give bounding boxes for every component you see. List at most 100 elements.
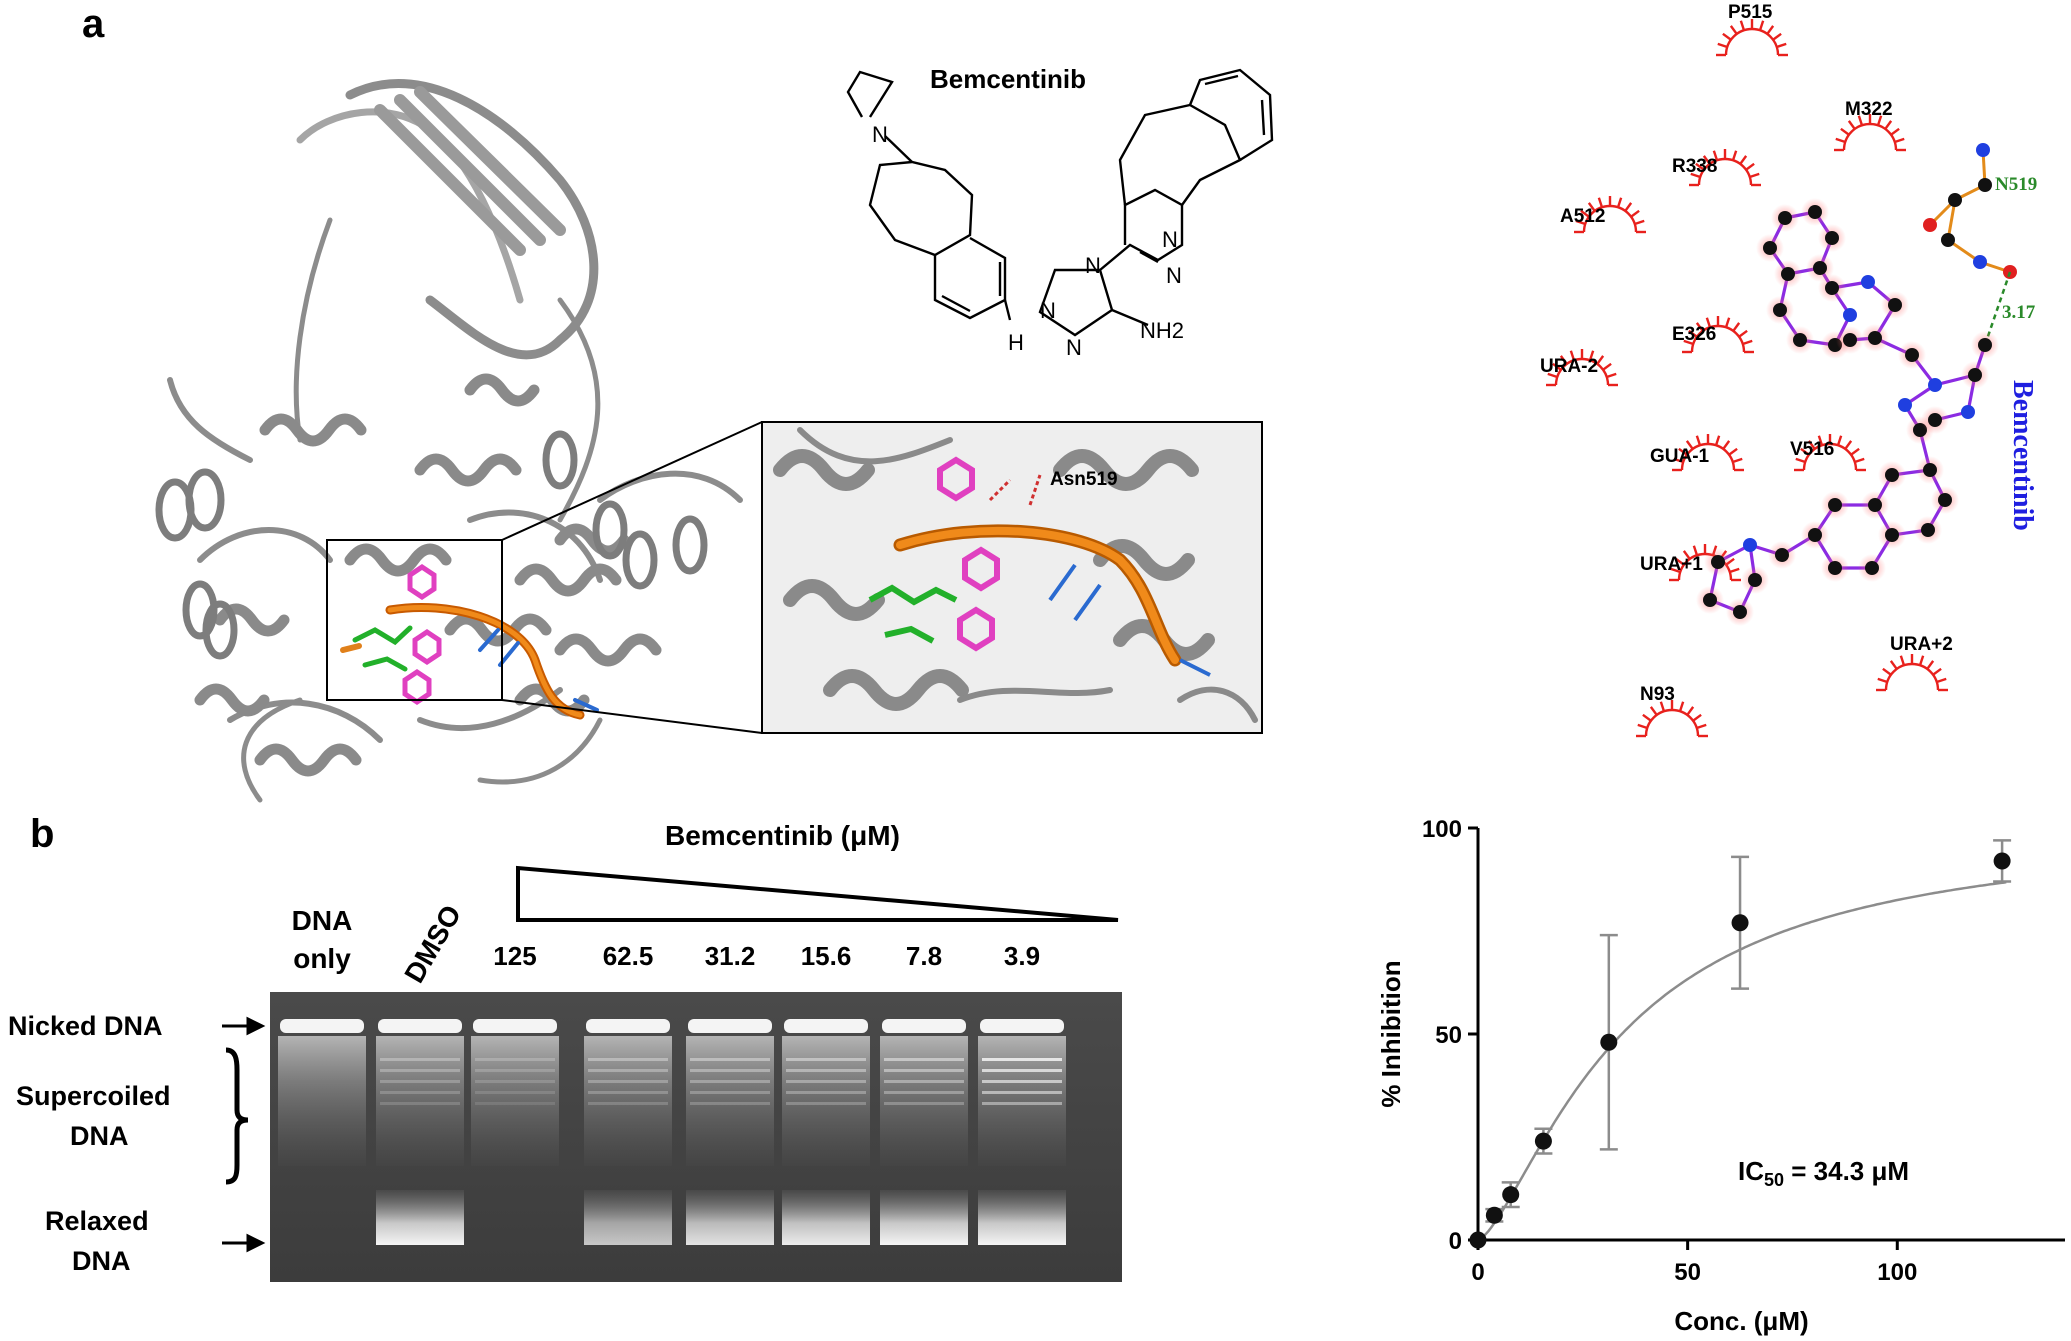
ligand-atom [1741,566,1769,594]
gel-lane [471,1019,559,1166]
panel-label-b: b [30,812,55,856]
conc-label: 7.8 [906,941,942,971]
residue-label-m322: M322 [1845,99,1893,120]
ligand-atom [1898,341,1926,369]
supercoiled-label-1: Supercoiled [16,1081,171,1111]
hbond-residue-label: N519 [1995,174,2037,195]
gel-panel: Bemcentinib (μM) DNA only DMSO 125 62.5 31… [8,820,1122,1282]
residue-label-e326: E326 [1672,324,1716,345]
zoom-indicator [326,421,763,734]
fit-curve [1477,880,2007,1242]
gel-lane [278,1019,366,1166]
lane-label-dna-only-2: only [293,943,351,974]
residue-arc-v516 [1794,434,1866,472]
n519-residue: N519 [1923,143,2037,279]
residue-arc-p515 [1716,19,1788,57]
ligand-atoms [1696,198,1999,626]
gel-lane [376,1019,464,1245]
ligand-atom [1858,554,1886,582]
residue-arc-m322 [1834,114,1906,152]
svg-text:NH2: NH2 [1140,318,1184,343]
gel-title: Bemcentinib (μM) [665,820,900,851]
ligand-atom [1743,538,1757,552]
lane-label-dmso: DMSO [398,900,467,988]
residue-arc-n93 [1636,700,1708,738]
ligand-atom [1726,598,1754,626]
residue-arc-e326 [1682,316,1754,354]
gel-lane [880,1019,968,1245]
svg-text:N: N [872,122,888,147]
supercoiled-label-2: DNA [70,1121,129,1151]
svg-text:H: H [1008,330,1024,355]
x-tick-label: 50 [1674,1259,1701,1286]
ligand-name-label: Bemcentinib [2007,380,2038,531]
data-point [1485,1206,1503,1224]
lane-labels: DNA only DMSO [292,900,468,988]
relaxed-label-2: DNA [72,1246,131,1276]
band-arrows [222,1016,266,1253]
conc-label: 125 [493,941,536,971]
ligand-atom [1771,204,1799,232]
ligand-atom [1696,586,1724,614]
relaxed-label-1: Relaxed [45,1206,149,1236]
supercoiled-bracket [225,1047,249,1185]
ligand-atom [1786,326,1814,354]
lane-label-dna-only-1: DNA [292,905,353,936]
x-tick-label: 100 [1877,1259,1917,1286]
structure-atom-labels: N N N N N N H NH2 [872,122,1184,360]
svg-text:N: N [1166,263,1182,288]
conc-label: 15.6 [801,941,852,971]
y-tick-label: 50 [1435,1022,1462,1049]
ligand-atom [1916,456,1944,484]
data-point [1534,1132,1552,1150]
ligand-atom [1801,198,1829,226]
ligand-atom [1881,291,1909,319]
conc-label: 62.5 [603,941,654,971]
gel-lane [686,1019,774,1245]
gel-lane [584,1019,672,1245]
ligand-atom [1931,486,1959,514]
ligand-atom [1861,491,1889,519]
ligand-atom [1898,398,1912,412]
svg-text:N: N [1066,335,1082,360]
gel-lane [978,1019,1066,1245]
ligand-atom [1971,331,1999,359]
ligand-atom [1801,521,1829,549]
gel-lane [782,1019,870,1245]
x-axis-label: Conc. (μM) [1674,1306,1808,1336]
ligand-atom [1818,274,1846,302]
ligand-atom [1878,461,1906,489]
ligand-atom [1756,234,1784,262]
protein-cartoon [155,79,743,803]
inset-zoom: Asn519 [761,421,1263,734]
residue-label-v516: V516 [1790,439,1834,460]
svg-text:N: N [1162,227,1178,252]
conc-label: 31.2 [705,941,756,971]
residue-arc-gua-1 [1672,434,1744,472]
ic50-annotation: IC50 = 34.3 μM [1738,1156,1909,1190]
residue-label-p515: P515 [1728,2,1773,23]
y-tick-label: 0 [1449,1228,1462,1255]
residue-label-a512: A512 [1560,206,1605,227]
svg-text:N: N [1040,298,1056,323]
hbond-distance-label: 3.17 [2002,302,2036,323]
ligand-atom [1961,405,1975,419]
ligand-atom [1843,308,1857,322]
band-labels: Nicked DNA Supercoiled DNA Relaxed DNA [8,1011,171,1276]
nicked-label: Nicked DNA [8,1011,163,1041]
residue-label-r338: R338 [1672,156,1717,177]
ligand-atom [1914,516,1942,544]
data-point [1600,1033,1618,1051]
residue-arc-ura-2 [1546,349,1618,387]
ligand-atom [1774,260,1802,288]
ligand-atom [1768,541,1796,569]
y-tick-label: 100 [1422,816,1462,843]
ligand-atom [1928,378,1942,392]
ligand-atom [1861,324,1889,352]
residue-label-ura+1: URA+1 [1640,554,1703,575]
ligand-atom [1861,275,1875,289]
x-tick-label: 0 [1471,1259,1484,1286]
ligand-atom [1821,554,1849,582]
inset-residue-label: Asn519 [1050,469,1118,490]
